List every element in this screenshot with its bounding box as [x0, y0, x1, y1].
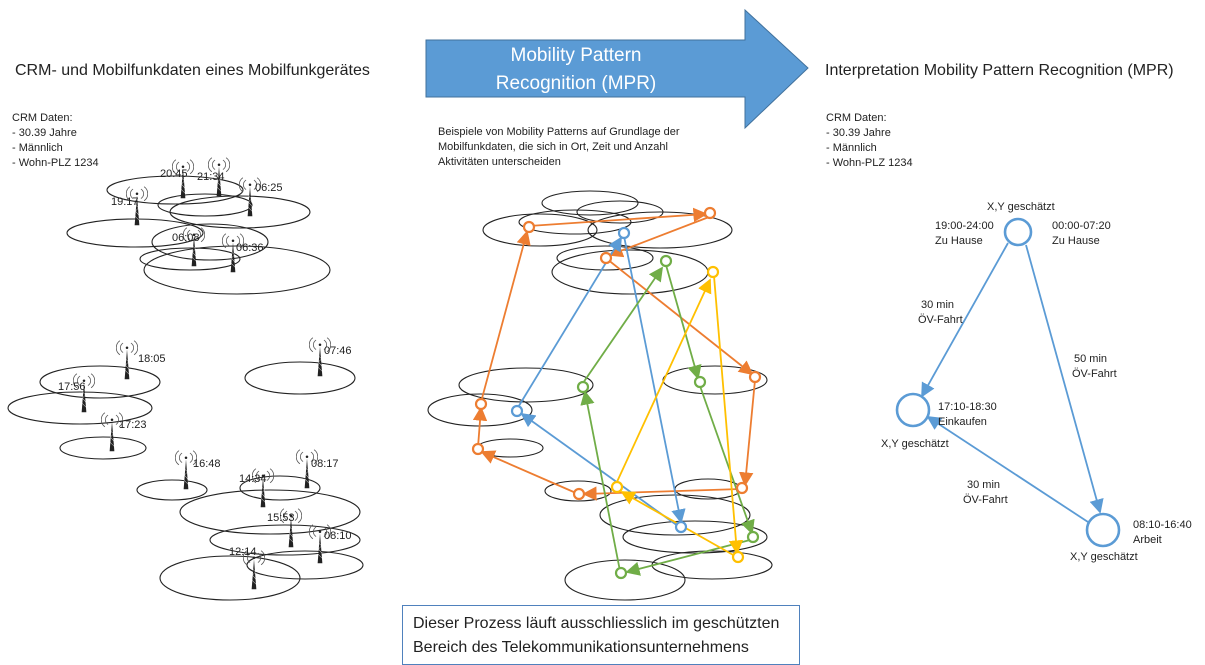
crm-left-line: - 30.39 Jahre: [12, 127, 77, 139]
middle-desc-line: Aktivitäten unterscheiden: [438, 156, 561, 168]
home-right-label: Zu Hause: [1052, 235, 1100, 247]
tower-time: 15:53: [267, 512, 295, 524]
trip1-mode: ÖV-Fahrt: [918, 314, 963, 326]
mpr-arrow-word: Recognition (MPR): [495, 73, 657, 94]
orange-path: [472, 207, 756, 501]
shop-node: [895, 392, 931, 428]
middle-desc-line: Beispiele von Mobility Patterns auf Grun…: [438, 126, 680, 138]
work-node: [1085, 512, 1121, 548]
left-cell-ellipses: [7, 175, 364, 601]
crm-right-block: CRM Daten: - 30.39 Jahre - Männlich - Wo…: [826, 111, 913, 171]
tower-time: 18:05: [138, 353, 166, 365]
tower-time: 06:36: [236, 242, 264, 254]
middle-cell-ellipses: [427, 190, 773, 601]
process-note: Dieser Prozess läuft ausschliesslich im …: [402, 605, 800, 665]
tower-time: 21:34: [197, 171, 225, 183]
blue-nodes: [510, 226, 688, 534]
tower-time: 06:08: [172, 232, 200, 244]
tower-time: 07:46: [324, 345, 352, 357]
process-note-line: Dieser Prozess läuft ausschliesslich im …: [413, 615, 780, 632]
home-left-label: Zu Hause: [935, 235, 983, 247]
tower-time: 17:56: [58, 381, 86, 393]
tower-time: 20:45: [160, 168, 188, 180]
trip2-mode: ÖV-Fahrt: [1072, 368, 1117, 380]
shop-time: 17:10-18:30: [938, 401, 997, 413]
left-title: CRM- und Mobilfunkdaten eines Mobilfunkg…: [15, 62, 370, 79]
trip2-time: 50 min: [1074, 353, 1108, 365]
mpr-arrow-label: Mobility Pattern Recognition (MPR): [440, 42, 712, 98]
middle-desc-line: Mobilfunkdaten, die sich in Ort, Zeit un…: [438, 141, 668, 153]
tower-time: 06:25: [255, 182, 283, 194]
orange-nodes: [471, 206, 762, 501]
mpr-arrow-word: Pattern: [580, 45, 642, 66]
home-xy-label: X,Y geschätzt: [987, 201, 1055, 213]
home-node: [1003, 217, 1033, 247]
crm-left-heading: CRM Daten:: [12, 112, 73, 124]
work-time: 08:10-16:40: [1133, 519, 1192, 531]
crm-right-line: - Männlich: [826, 142, 877, 154]
crm-left-block: CRM Daten: - 30.39 Jahre - Männlich - Wo…: [12, 111, 99, 171]
trip3-mode: ÖV-Fahrt: [963, 494, 1008, 506]
trip3-time: 30 min: [967, 479, 1001, 491]
yellow-nodes: [610, 265, 745, 564]
tower-time: 08:17: [311, 458, 339, 470]
home-right-time: 00:00-07:20: [1052, 220, 1111, 232]
crm-right-line: - Wohn-PLZ 1234: [826, 157, 913, 169]
mpr-arrow-shape: [425, 8, 809, 130]
tower-time: 16:48: [193, 458, 221, 470]
tower-time: 17:23: [119, 419, 147, 431]
work-label: Arbeit: [1133, 534, 1162, 546]
shop-label: Einkaufen: [938, 416, 987, 428]
green-nodes: [576, 254, 760, 580]
crm-right-line: - 30.39 Jahre: [826, 127, 891, 139]
mpr-arrow-word: Mobility: [510, 45, 575, 66]
tower-time: 08:10: [324, 530, 352, 542]
home-left-time: 19:00-24:00: [935, 220, 994, 232]
tower-time: 19:17: [111, 196, 139, 208]
crm-left-line: - Männlich: [12, 142, 63, 154]
trip1-time: 30 min: [921, 299, 955, 311]
crm-left-line: - Wohn-PLZ 1234: [12, 157, 99, 169]
tower-time: 12:14: [229, 546, 257, 558]
shop-xy-label: X,Y geschätzt: [881, 438, 949, 450]
crm-right-heading: CRM Daten:: [826, 112, 887, 124]
right-title: Interpretation Mobility Pattern Recognit…: [825, 62, 1174, 79]
middle-description: Beispiele von Mobility Patterns auf Grun…: [438, 125, 680, 170]
tower-time: 14:34: [239, 473, 267, 485]
interpretation-graph: [895, 217, 1121, 548]
blue-path: [516, 235, 686, 527]
work-xy-label: X,Y geschätzt: [1070, 551, 1138, 563]
process-note-line: Bereich des Telekommunikationsunternehme…: [413, 639, 749, 656]
